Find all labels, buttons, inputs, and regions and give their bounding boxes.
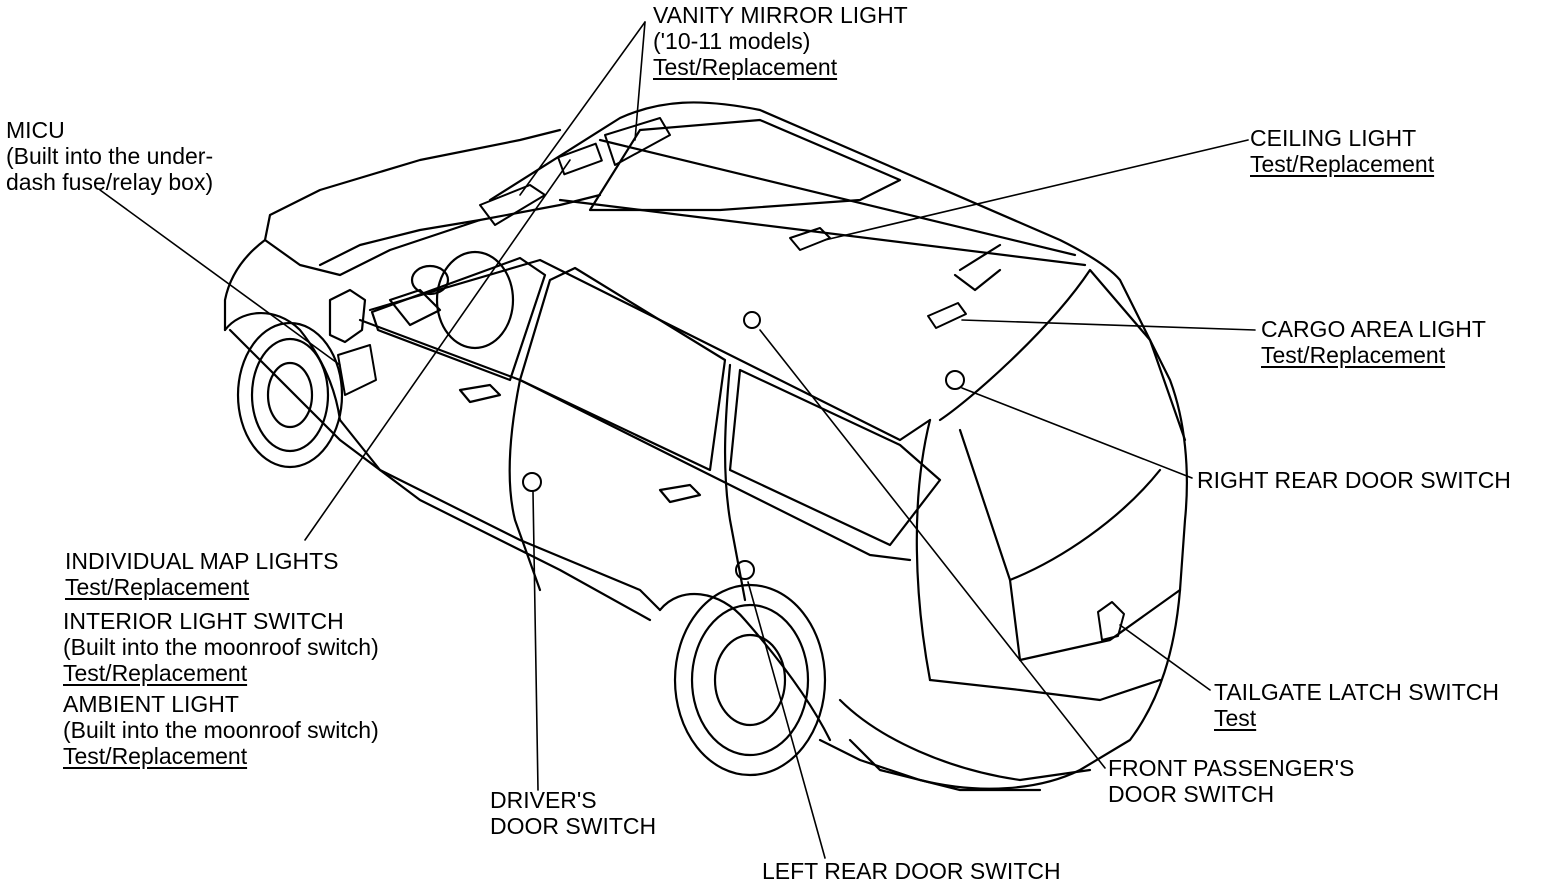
left-rear-title: LEFT REAR DOOR SWITCH [762,858,1061,884]
tailgate-switch-icon [1097,601,1125,641]
label-drivers-door-switch: DRIVER'S DOOR SWITCH [490,787,656,839]
vanity-test-link[interactable]: Test/Replacement [653,54,838,80]
vanity-light-right-icon [604,117,671,166]
cargo-test-link[interactable]: Test/Replacement [1261,342,1446,368]
label-front-passenger-door-switch: FRONT PASSENGER'S DOOR SWITCH [1108,755,1354,807]
driver-line2: DOOR SWITCH [490,813,657,839]
driver-switch-icon [522,472,542,492]
micu-line2: (Built into the under- [6,143,214,169]
front-passenger-line2: DOOR SWITCH [1108,781,1275,807]
label-right-rear-door-switch: RIGHT REAR DOOR SWITCH [1197,467,1511,493]
right-rear-switch-icon [945,370,965,390]
micu-title: MICU [6,117,65,143]
micu-box-icon [337,344,377,396]
driver-line1: DRIVER'S [490,787,597,813]
ceiling-light-icon [789,227,831,251]
vanity-title: VANITY MIRROR LIGHT [653,2,908,28]
map-lights-test-link[interactable]: Test/Replacement [65,574,250,600]
label-interior-light-switch: INTERIOR LIGHT SWITCH (Built into the mo… [63,608,379,686]
label-ambient-light: AMBIENT LIGHT (Built into the moonroof s… [63,691,379,769]
map-lights-title: INDIVIDUAL MAP LIGHTS [65,548,339,574]
label-individual-map-lights: INDIVIDUAL MAP LIGHTS Test/Replacement [65,548,339,600]
cargo-light-icon [927,302,967,329]
map-light-icon [557,142,603,176]
label-tailgate-latch-switch: TAILGATE LATCH SWITCH Test [1214,679,1499,731]
ambient-note: (Built into the moonroof switch) [63,717,379,743]
ceiling-test-link[interactable]: Test/Replacement [1250,151,1435,177]
tailgate-title: TAILGATE LATCH SWITCH [1214,679,1499,705]
leader-lines [99,21,1256,859]
vanity-light-left-icon [479,184,546,226]
label-micu: MICU (Built into the under- dash fuse/re… [6,117,213,195]
left-rear-switch-icon [735,560,755,580]
label-vanity-mirror-light: VANITY MIRROR LIGHT ('10-11 models) Test… [653,2,908,80]
ambient-test-link[interactable]: Test/Replacement [63,743,248,769]
micu-line3: dash fuse/relay box) [6,169,214,195]
label-cargo-area-light: CARGO AREA LIGHT Test/Replacement [1261,316,1486,368]
front-passenger-line1: FRONT PASSENGER'S [1108,755,1355,781]
components [337,117,1125,641]
interior-switch-title: INTERIOR LIGHT SWITCH [63,608,344,634]
front-passenger-switch-icon [743,311,761,329]
label-left-rear-door-switch: LEFT REAR DOOR SWITCH [762,858,1061,884]
ceiling-title: CEILING LIGHT [1250,125,1417,151]
interior-switch-note: (Built into the moonroof switch) [63,634,379,660]
label-ceiling-light: CEILING LIGHT Test/Replacement [1250,125,1434,177]
vanity-note: ('10-11 models) [653,28,811,54]
ambient-title: AMBIENT LIGHT [63,691,239,717]
right-rear-title: RIGHT REAR DOOR SWITCH [1197,467,1511,493]
cargo-title: CARGO AREA LIGHT [1261,316,1486,342]
tailgate-test-link[interactable]: Test [1214,705,1257,731]
interior-switch-test-link[interactable]: Test/Replacement [63,660,248,686]
car-body [223,101,1188,792]
